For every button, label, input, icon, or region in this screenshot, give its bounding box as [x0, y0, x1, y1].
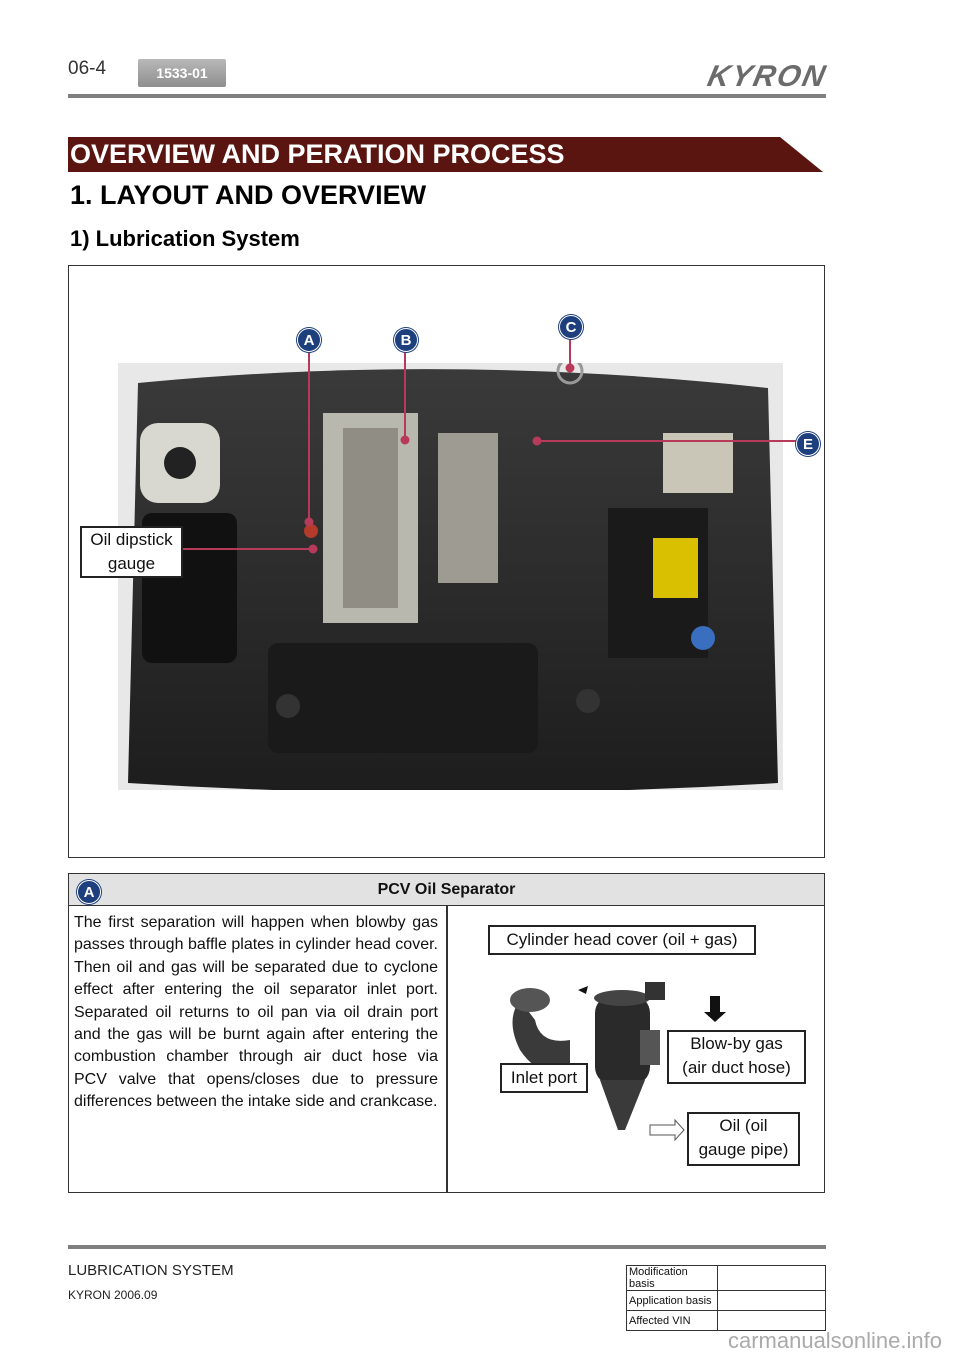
pcv-table-title: PCV Oil Separator — [377, 880, 516, 898]
banner-title: OVERVIEW AND PERATION PROCESS — [70, 139, 565, 169]
modification-row: Modification basis — [626, 1265, 826, 1291]
marker-a: A — [297, 328, 321, 352]
label-head-cover: Cylinder head cover (oil + gas) — [488, 925, 756, 955]
label-blowby-line1: Blow-by gas — [690, 1034, 783, 1053]
pcv-description: The first separation will happen when bl… — [74, 914, 438, 1111]
table-column-divider — [446, 906, 448, 1192]
callout-oil-dipstick-line1: Oil dipstick — [90, 530, 173, 549]
footer-title: LUBRICATION SYSTEM — [68, 1262, 234, 1279]
label-oil-line1: Oil (oil — [719, 1116, 768, 1135]
label-oil-gauge-pipe: Oil (oil gauge pipe) — [687, 1112, 800, 1166]
marker-b: B — [394, 328, 418, 352]
callout-oil-dipstick: Oil dipstick gauge — [80, 526, 183, 578]
application-basis-value — [717, 1290, 826, 1311]
section-code-badge: 1533-01 — [138, 59, 226, 87]
label-inlet-port: Inlet port — [500, 1063, 588, 1093]
application-basis-label: Application basis — [626, 1290, 718, 1311]
pcv-separator-photo — [510, 982, 726, 1142]
engine-bay-photo — [118, 363, 783, 790]
section-banner: OVERVIEW AND PERATION PROCESS — [68, 137, 823, 172]
pcv-table-header: PCV Oil Separator — [69, 874, 824, 906]
label-oil-line2: gauge pipe) — [698, 1140, 789, 1159]
vin-row: Affected VIN — [626, 1310, 826, 1331]
header-divider — [68, 94, 826, 98]
modification-table: Modification basis Application basis Aff… — [626, 1265, 826, 1331]
table-marker-a: A — [77, 880, 101, 904]
footer-divider — [68, 1245, 826, 1249]
callout-oil-dipstick-line2: gauge — [107, 554, 156, 573]
footer-subtitle: KYRON 2006.09 — [68, 1288, 158, 1302]
heading-lubrication-system: 1) Lubrication System — [70, 226, 300, 251]
modification-basis-value — [717, 1265, 826, 1291]
affected-vin-value — [717, 1310, 826, 1331]
application-row: Application basis — [626, 1290, 826, 1311]
label-blowby-gas: Blow-by gas (air duct hose) — [667, 1030, 806, 1084]
modification-basis-label: Modification basis — [626, 1265, 718, 1291]
label-blowby-line2: (air duct hose) — [682, 1058, 791, 1077]
affected-vin-label: Affected VIN — [626, 1310, 718, 1331]
heading-layout-overview: 1. LAYOUT AND OVERVIEW — [70, 180, 427, 210]
marker-c: C — [559, 315, 583, 339]
pcv-table — [68, 873, 825, 1193]
page-number: 06-4 — [68, 58, 107, 79]
watermark: carmanualsonline.info — [727, 1328, 942, 1353]
marker-e: E — [796, 432, 820, 456]
figure-frame — [68, 265, 825, 858]
